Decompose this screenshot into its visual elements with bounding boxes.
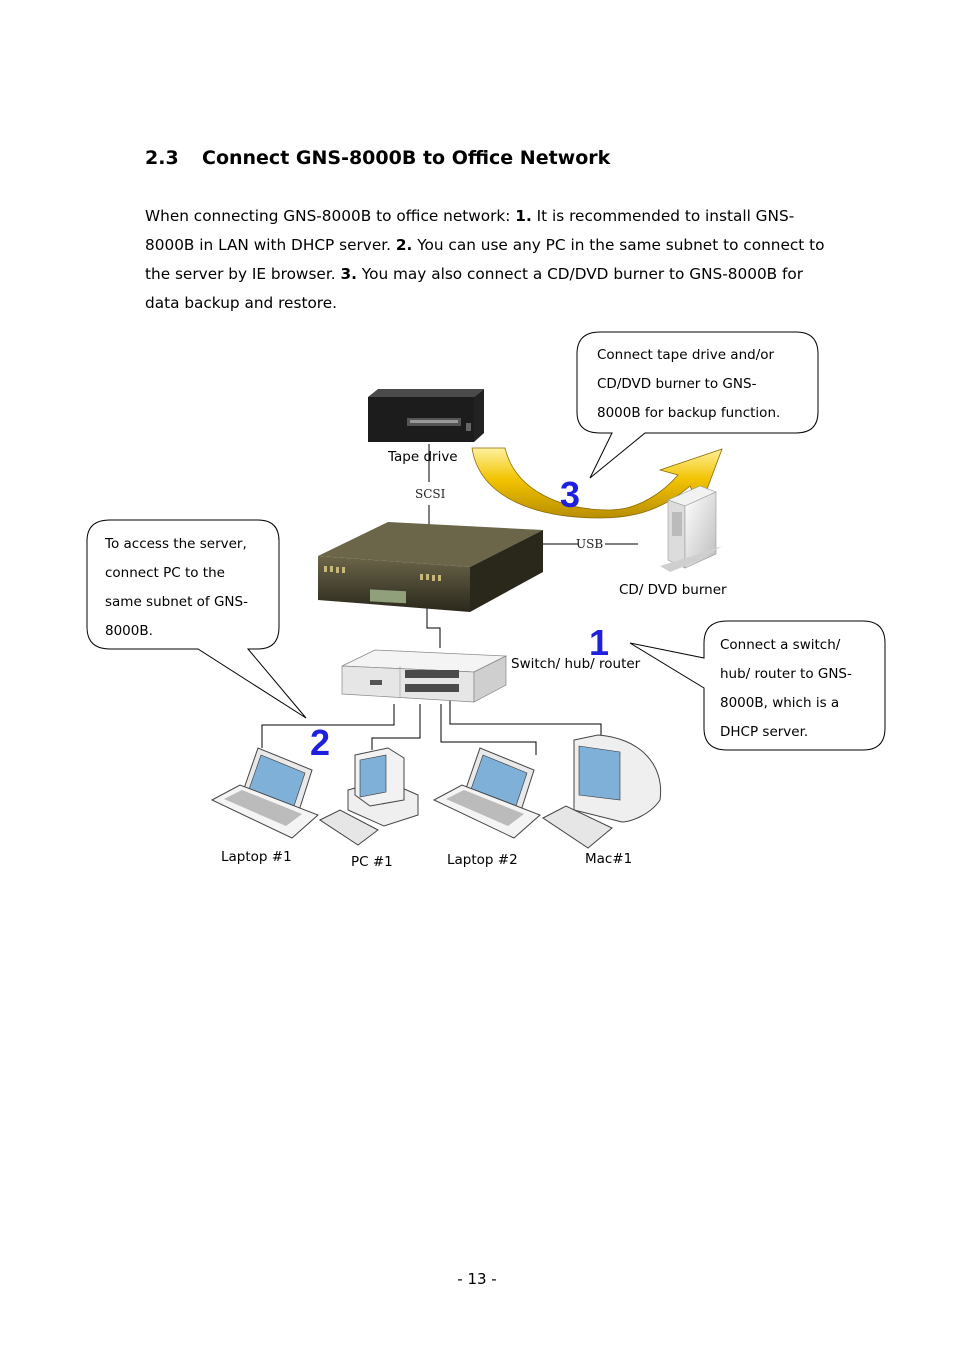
callout-subnet-line: To access the server, <box>105 536 247 552</box>
intro-item-2-text: You can use any PC in the same subnet to… <box>145 236 825 283</box>
switch-image <box>341 649 508 703</box>
tape-drive-label: Tape drive <box>388 449 458 465</box>
laptop-1-image <box>210 747 319 839</box>
intro-item-1-number: 1. <box>515 207 532 225</box>
scsi-label: SCSI <box>415 487 446 501</box>
mac-1-image <box>542 734 662 849</box>
laptop-2-image <box>432 747 541 839</box>
step-number-1: 1 <box>589 622 610 663</box>
callout-dhcp-line: hub/ router to GNS- <box>720 666 852 682</box>
callout-bubble-subnet <box>86 519 307 719</box>
step-number-3: 3 <box>560 474 581 515</box>
section-title: Connect GNS-8000B to Office Network <box>202 147 611 169</box>
callout-dhcp-line: Connect a switch/ <box>720 637 841 653</box>
intro-prefix: When connecting GNS-8000B to office netw… <box>145 207 516 225</box>
pc-1-image <box>319 747 419 846</box>
intro-item-3-number: 3. <box>340 265 357 283</box>
mac-1-label: Mac#1 <box>585 851 633 867</box>
pc-1-label: PC #1 <box>351 854 393 870</box>
callout-dhcp-line: 8000B, which is a <box>720 695 840 711</box>
callout-dhcp-text: Connect a switch/ hub/ router to GNS- 80… <box>720 631 852 747</box>
step-number-2: 2 <box>310 722 331 763</box>
intro-item-2-number: 2. <box>395 236 413 254</box>
connection-lines <box>261 444 638 755</box>
laptop-1-label: Laptop #1 <box>221 849 292 865</box>
callout-backup-line: CD/DVD burner to GNS- <box>597 376 757 392</box>
callout-backup-text: Connect tape drive and/or CD/DVD burner … <box>597 341 780 428</box>
callout-bubble-dhcp <box>629 620 886 751</box>
page-number: - 13 - <box>457 1270 497 1288</box>
cd-burner-label: CD/ DVD burner <box>619 582 727 598</box>
intro-item-1-text: It is recommended to install GNS-8000B i… <box>145 207 795 254</box>
laptop-2-label: Laptop #2 <box>447 852 518 868</box>
section-heading: 2.3 Connect GNS-8000B to Office Network <box>145 147 610 169</box>
section-number: 2.3 <box>145 147 179 169</box>
callout-dhcp-line: DHCP server. <box>720 724 809 740</box>
switch-label: Switch/ hub/ router <box>511 656 641 672</box>
callout-backup-line: Connect tape drive and/or <box>597 347 775 363</box>
callout-subnet-line: 8000B. <box>105 623 153 639</box>
intro-paragraph: When connecting GNS-8000B to office netw… <box>145 202 825 318</box>
usb-label: USB <box>576 537 604 551</box>
server-image <box>318 522 543 612</box>
tape-drive-image <box>368 389 484 442</box>
cd-burner-image <box>660 485 722 572</box>
callout-backup-line: 8000B for backup function. <box>597 405 781 421</box>
callout-bubble-backup <box>576 331 819 479</box>
callout-subnet-text: To access the server, connect PC to the … <box>105 530 248 646</box>
callout-subnet-line: same subnet of GNS- <box>105 594 248 610</box>
callout-subnet-line: connect PC to the <box>105 565 225 581</box>
intro-item-3-text: You may also connect a CD/DVD burner to … <box>145 265 804 312</box>
